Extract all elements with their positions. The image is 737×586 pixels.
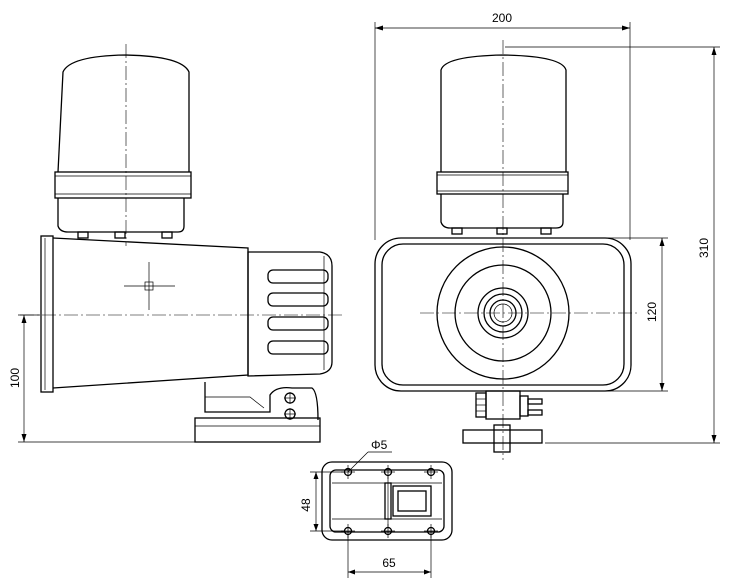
front-bolt: [540, 227, 552, 235]
cooling-fin: [267, 292, 329, 307]
base-pad-inner: [397, 490, 427, 512]
cooling-fin: [267, 316, 329, 331]
dimension-label-overall-width: 200: [492, 11, 512, 25]
base-pad-outer: [392, 485, 432, 517]
dimension-hole-spacing: 65: [347, 535, 432, 578]
side-bolt: [114, 231, 126, 239]
side-beacon-band: [54, 171, 192, 199]
front-terminal-screw: [527, 398, 543, 405]
dimension-base-depth: 48: [299, 471, 344, 532]
front-bolt: [496, 227, 508, 235]
base-plate-outer: [321, 461, 453, 541]
front-terminal-right: [519, 395, 529, 417]
side-beacon-dome: [57, 54, 190, 173]
motor-housing: [247, 251, 333, 377]
horn-flange: [40, 235, 54, 393]
dimension-label-housing-height: 120: [645, 302, 659, 322]
mounting-hole: [381, 524, 395, 538]
bottom-view: [321, 461, 453, 541]
dimension-label-overall-height: 310: [697, 238, 711, 258]
dimension-housing-height: 120: [600, 237, 668, 392]
front-base-stud: [493, 424, 511, 453]
cooling-fin: [267, 269, 329, 284]
dimension-overall-width: 200: [374, 11, 631, 240]
front-beacon-base: [440, 194, 564, 229]
front-base-plate: [462, 429, 543, 444]
base-plate-inner: [329, 469, 445, 533]
side-view: [20, 44, 345, 443]
dimension-label-hole-diameter: Φ5: [371, 438, 388, 452]
front-bolt: [451, 227, 463, 235]
dimension-label-hole-spacing: 65: [382, 556, 396, 570]
front-terminal-screw: [527, 409, 543, 416]
cooling-fin: [267, 340, 329, 355]
dimension-overall-height: 310: [505, 46, 720, 444]
dimension-mount-height: 100: [8, 314, 196, 443]
side-beacon-base: [57, 198, 185, 233]
front-view: [374, 40, 640, 460]
dimension-label-base-depth: 48: [299, 498, 313, 512]
side-bolt: [161, 231, 173, 239]
dimension-label-mount-height: 100: [8, 368, 22, 388]
mounting-hole: [381, 465, 395, 479]
dimension-hole-diameter: Φ5: [347, 438, 392, 473]
horn-trumpet: [52, 237, 249, 389]
side-bracket: [204, 382, 319, 421]
front-beacon-band: [436, 171, 569, 195]
mounting-hole: [424, 465, 438, 479]
side-base-plate: [194, 417, 321, 443]
front-beacon-dome: [440, 54, 567, 172]
side-bolt: [77, 231, 89, 239]
